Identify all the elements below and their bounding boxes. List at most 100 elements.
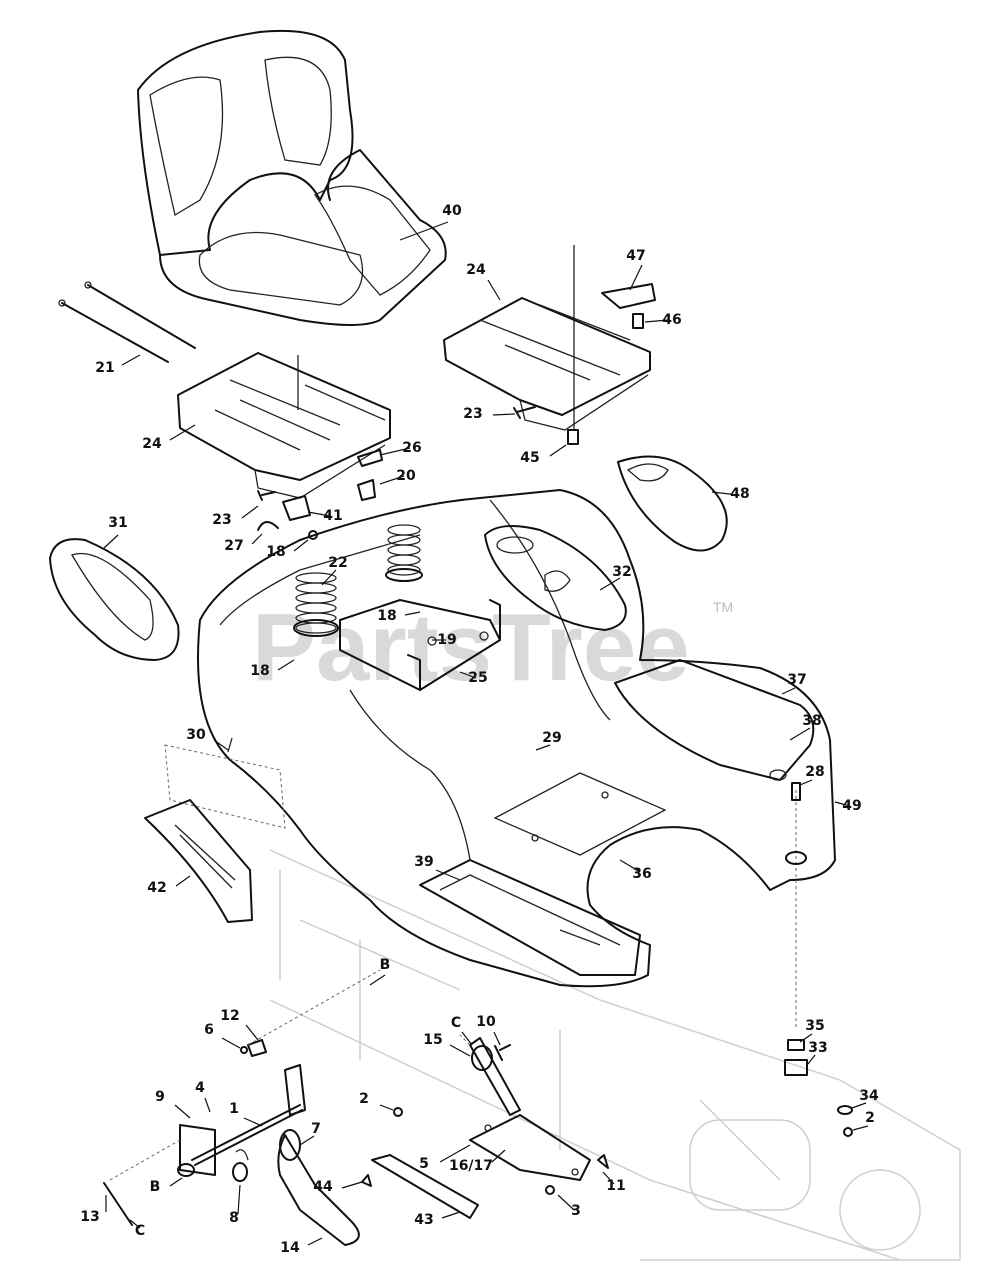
callout-c5: 5 — [419, 1156, 429, 1172]
callout-c9: 9 — [155, 1089, 165, 1105]
callout-c10: 10 — [476, 1014, 496, 1030]
part-armrest-left — [49, 538, 180, 661]
leader-line-c6 — [221, 1037, 241, 1049]
callout-c27: 27 — [224, 538, 243, 554]
leader-line-c21 — [121, 354, 141, 366]
callout-c38: 38 — [802, 713, 821, 729]
leader-line-c48 — [711, 491, 739, 496]
leader-line-c36 — [619, 859, 641, 873]
leader-line-c46 — [644, 319, 669, 323]
callout-c22: 22 — [328, 555, 347, 571]
leader-line-c26 — [379, 447, 411, 456]
part-seat — [137, 29, 447, 326]
leader-line-c24a — [487, 279, 501, 301]
leader-line-c45 — [549, 444, 567, 457]
part-springs — [293, 524, 423, 637]
leader-line-c35 — [799, 1033, 813, 1043]
leader-line-cB1 — [369, 974, 386, 986]
part-floor-plate — [493, 772, 667, 856]
leader-line-c28 — [799, 779, 813, 786]
callout-c45: 45 — [520, 450, 539, 466]
leader-line-c38 — [789, 727, 811, 741]
callout-c14: 14 — [280, 1240, 300, 1256]
callout-c23b: 23 — [212, 512, 231, 528]
leader-line-c44 — [341, 1181, 363, 1189]
leader-line-c33 — [807, 1054, 816, 1065]
leader-line-c49 — [834, 801, 851, 807]
frame-ghost — [269, 849, 961, 1261]
leader-line-c40 — [399, 221, 449, 241]
callout-cC2: C — [135, 1223, 145, 1239]
leader-line-c39 — [435, 869, 461, 881]
callout-c31: 31 — [108, 515, 127, 531]
callout-c39: 39 — [414, 854, 433, 870]
part-lift-linkage — [103, 1037, 853, 1246]
callout-c11: 11 — [606, 1178, 625, 1194]
callout-c34: 34 — [859, 1088, 879, 1104]
leader-line-c24b — [169, 424, 196, 441]
callout-c18b: 18 — [377, 608, 396, 624]
leader-line-c11 — [602, 1171, 615, 1185]
callout-c12: 12 — [220, 1008, 239, 1024]
callout-c42: 42 — [147, 880, 166, 896]
leader-line-c25 — [459, 671, 477, 679]
callout-c18a: 18 — [266, 544, 285, 560]
watermark-tm: TM — [713, 599, 733, 615]
leader-line-c43 — [441, 1211, 461, 1219]
leader-line-c15 — [449, 1044, 471, 1057]
leader-line-c5 — [439, 1144, 471, 1163]
callout-c20: 20 — [396, 468, 416, 484]
leader-line-c34 — [851, 1102, 867, 1109]
callout-c8: 8 — [229, 1210, 239, 1226]
leader-line-c32 — [599, 577, 621, 591]
leader-line-c29 — [535, 744, 551, 751]
callout-c48: 48 — [730, 486, 749, 502]
leader-line-cC1 — [461, 1031, 473, 1046]
callout-c2a: 2 — [359, 1091, 369, 1107]
callout-c18c: 18 — [250, 663, 269, 679]
part-seat-bolt — [784, 782, 808, 1076]
callout-c24b: 24 — [142, 436, 162, 452]
callout-cC1: C — [451, 1015, 461, 1031]
part-cable-ties — [58, 281, 196, 363]
leader-line-c47 — [629, 264, 643, 291]
callout-c25: 25 — [468, 670, 487, 686]
leader-line-c23b — [241, 505, 259, 519]
callout-cB2: B — [150, 1179, 161, 1195]
leader-line-c10 — [493, 1031, 501, 1046]
part-side-panel — [614, 659, 815, 781]
callout-c41: 41 — [323, 508, 342, 524]
part-hardware-upper — [257, 283, 656, 540]
callout-c4: 4 — [195, 1080, 205, 1096]
leader-line-cC2 — [129, 1219, 141, 1229]
leader-line-c41 — [307, 511, 331, 517]
leader-line-c22 — [321, 569, 337, 586]
callout-c29: 29 — [542, 730, 561, 746]
callout-c33: 33 — [808, 1040, 827, 1056]
leader-line-cB2 — [169, 1177, 183, 1187]
part-shield-panel — [144, 737, 286, 923]
leader-line-c3 — [557, 1194, 575, 1211]
dashed-connectors — [109, 969, 471, 1181]
leader-line-c4 — [204, 1097, 211, 1113]
leader-line-c1617 — [491, 1149, 506, 1163]
callout-c21: 21 — [95, 360, 114, 376]
leader-line-c14 — [307, 1237, 323, 1246]
callout-c24a: 24 — [466, 262, 486, 278]
callout-c13: 13 — [80, 1209, 99, 1225]
callout-c28: 28 — [805, 764, 824, 780]
callout-c15: 15 — [423, 1032, 442, 1048]
callout-c36: 36 — [632, 866, 651, 882]
leader-line-c1 — [243, 1117, 263, 1127]
leader-line-c27 — [251, 533, 263, 545]
part-fender-deck — [197, 489, 836, 988]
callout-c46: 46 — [662, 312, 681, 328]
part-seat-plate-left — [177, 352, 391, 499]
callout-c1617: 16/17 — [449, 1158, 493, 1174]
leader-line-c37 — [781, 687, 796, 695]
leader-line-c31 — [103, 534, 119, 549]
callout-c3: 3 — [571, 1203, 581, 1219]
leader-line-c2b — [852, 1125, 869, 1131]
part-armrest-right — [617, 455, 728, 552]
